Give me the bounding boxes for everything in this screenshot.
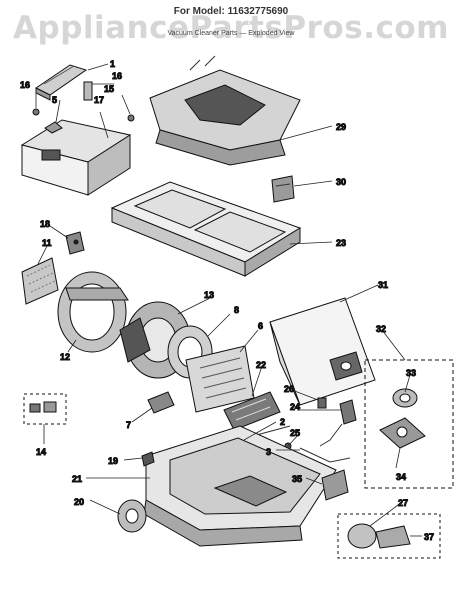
part-label: 16 — [112, 71, 122, 81]
part-label: 5 — [52, 95, 57, 105]
part-top-cover — [149, 55, 301, 166]
part-label: 30 — [336, 177, 346, 187]
leader-lines — [35, 63, 422, 537]
part-label: 26 — [284, 384, 294, 394]
part-small-latch — [141, 451, 155, 467]
part-label: 18 — [40, 219, 50, 229]
part-label: 2 — [280, 417, 285, 427]
part-bracket — [321, 469, 349, 501]
part-label: 29 — [336, 122, 346, 132]
part-label: 32 — [376, 324, 386, 334]
part-label: 6 — [258, 321, 263, 331]
part-handle-grip — [35, 64, 88, 101]
part-label: 7 — [126, 420, 131, 430]
part-filter-pad — [21, 257, 59, 305]
part-wheel — [117, 499, 147, 533]
part-nozzle-fitting — [347, 523, 411, 549]
part-dust-bag — [269, 297, 376, 406]
part-label: 13 — [204, 290, 214, 300]
part-filter-plate — [223, 391, 281, 431]
part-label: 25 — [290, 428, 300, 438]
model-title: For Model: 11632775690 — [173, 6, 289, 17]
part-filter-tray — [110, 181, 302, 277]
part-label: 37 — [424, 532, 434, 542]
part-label: 14 — [36, 447, 46, 457]
part-label: 34 — [396, 472, 406, 482]
part-wheel-clips — [29, 401, 57, 413]
part-label: 20 — [74, 497, 84, 507]
part-number-labels: 1 5 16 16 15 17 29 30 23 18 11 13 8 6 12… — [20, 59, 435, 543]
part-label: 17 — [94, 95, 104, 105]
part-14-group-box — [23, 393, 67, 425]
part-label: 11 — [42, 238, 52, 248]
part-latch — [271, 175, 295, 203]
header: AppliancePartsPros.com For Model: 116327… — [0, 0, 462, 48]
part-label: 24 — [290, 402, 300, 412]
part-27-group-box — [337, 513, 441, 559]
part-label: 27 — [398, 498, 408, 508]
part-label: 21 — [72, 474, 82, 484]
part-motor-housing — [57, 271, 129, 353]
part-label: 33 — [406, 368, 416, 378]
part-label: 23 — [336, 238, 346, 248]
diagram-subtitle: Vacuum Cleaner Parts — Exploded View — [167, 30, 295, 37]
part-clip — [147, 391, 175, 414]
part-label: 19 — [108, 456, 118, 466]
part-handle-base — [20, 81, 135, 196]
part-label: 22 — [256, 360, 266, 370]
part-label: 12 — [60, 352, 70, 362]
part-label: 31 — [378, 280, 388, 290]
part-label: 16 — [20, 80, 30, 90]
part-bag-mount — [379, 417, 426, 449]
part-label: 3 — [266, 447, 271, 457]
part-lower-housing — [143, 425, 337, 547]
part-label: 15 — [104, 84, 114, 94]
part-bag-seal — [392, 388, 418, 408]
watermark: AppliancePartsPros.com — [13, 10, 449, 46]
part-32-group-box — [364, 359, 454, 489]
part-label: 8 — [234, 305, 239, 315]
part-label: 35 — [292, 474, 302, 484]
part-label: 1 — [110, 59, 115, 69]
part-cord-hook — [65, 231, 85, 255]
